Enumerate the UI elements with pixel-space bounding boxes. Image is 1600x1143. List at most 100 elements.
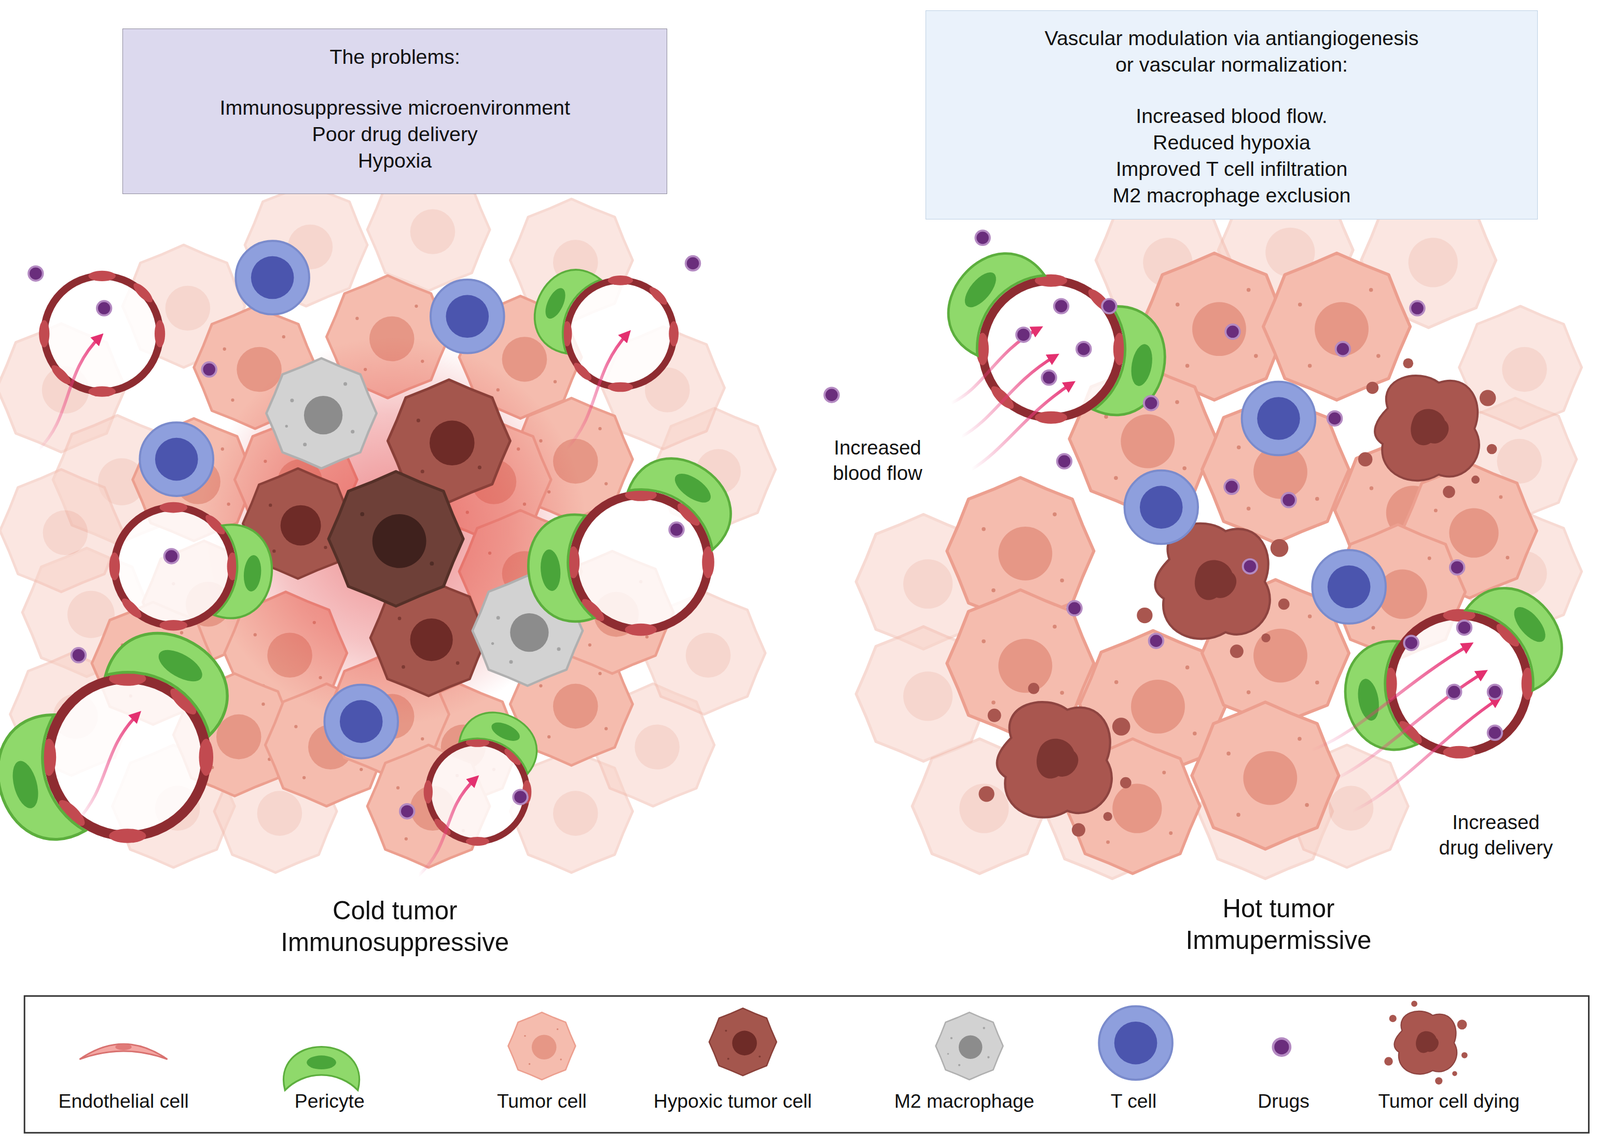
blood-vessel <box>423 700 549 846</box>
legend-text: Pericyte <box>294 1088 365 1114</box>
hot-tumor-cells <box>946 253 1537 874</box>
legend-text: M2 macrophage <box>894 1088 1035 1114</box>
drug-dot <box>685 256 701 271</box>
pericyte <box>1093 304 1174 423</box>
drug-dot <box>1335 341 1351 357</box>
dying-tumor-cell <box>1358 357 1497 498</box>
legend-text: T cell <box>1110 1088 1157 1114</box>
legend-samples <box>79 1000 1468 1091</box>
drug-dot <box>1446 684 1462 700</box>
flow-arrow <box>971 383 1072 470</box>
hypoxia-glow <box>199 336 587 725</box>
drug-dot <box>400 804 415 819</box>
drug-dot <box>201 362 217 377</box>
pericyte-sample <box>283 1046 360 1091</box>
blood-vessel <box>523 439 750 637</box>
drug-dot <box>1054 298 1069 314</box>
drug-dot <box>1076 341 1092 357</box>
pericyte <box>214 523 277 622</box>
panel-subtitle: Immupermissive <box>1074 924 1483 957</box>
drug-sample <box>1273 1038 1291 1056</box>
drug-dot <box>1143 395 1159 411</box>
drug-dot <box>71 647 87 663</box>
t-cell <box>324 684 398 759</box>
box-line: Poor drug delivery <box>139 120 651 148</box>
macrophage-sample <box>935 1012 1004 1080</box>
faint-cell <box>0 469 123 592</box>
hot-drugs <box>824 230 1502 740</box>
drug-dot <box>1225 324 1240 340</box>
pericyte <box>523 513 595 626</box>
drug-dot <box>824 387 839 403</box>
drug-dot <box>1016 327 1031 342</box>
box-line: Improved T cell infiltration <box>942 155 1521 183</box>
drug-dot <box>97 300 112 316</box>
legend-text: Drugs <box>1257 1088 1310 1114</box>
legend-text: Tumor cell <box>497 1088 587 1114</box>
tumor-cell <box>1263 253 1411 400</box>
flow-arrow <box>1352 698 1498 811</box>
dying-tumor-cell <box>978 682 1131 837</box>
flow-arrow <box>418 778 476 876</box>
flow-arrow <box>961 355 1056 437</box>
drug-dot <box>513 789 528 805</box>
panel-subtitle: Immunosuppressive <box>190 926 600 959</box>
cold-blood-flow <box>38 333 628 876</box>
box-line: Hypoxia <box>139 147 651 174</box>
tumor-cell-sample <box>507 1012 576 1080</box>
cold-tumor-background-cells <box>0 168 776 873</box>
t-cell <box>1312 549 1386 624</box>
t-cell <box>1124 470 1198 545</box>
pericyte <box>626 439 750 551</box>
blood-vessel <box>0 612 248 852</box>
box-line: Increased blood flow. <box>942 102 1521 130</box>
drug-dot <box>1224 479 1239 494</box>
hot-blood-flow <box>950 328 1498 811</box>
flow-label: Increased blood flow <box>822 434 933 486</box>
drug-dot <box>975 230 990 246</box>
cold-drugs <box>28 256 700 819</box>
hot-tumor-background-cells <box>856 182 1582 879</box>
hot-t-cells <box>1124 381 1386 624</box>
drug-dot <box>1101 298 1117 314</box>
t-cell <box>430 279 505 354</box>
drug-dot <box>1149 633 1164 648</box>
hypoxic-cell-sample <box>709 1008 777 1076</box>
drug-dot <box>1057 453 1072 469</box>
drug-dot <box>1243 559 1258 574</box>
legend-text: Tumor cell dying <box>1377 1088 1520 1114</box>
drug-dot <box>1487 684 1503 700</box>
flow-arrow <box>566 333 628 449</box>
hypoxic-core <box>242 357 583 696</box>
hypoxic-tumor-cell <box>328 471 464 607</box>
drug-dot <box>28 266 44 281</box>
drug-dot <box>669 522 684 537</box>
endothelial-nucleus <box>115 1043 132 1051</box>
panel-title: Cold tumor <box>190 894 600 927</box>
legend-frame <box>24 996 1589 1134</box>
pericyte <box>0 712 86 852</box>
t-cell-sample <box>1098 1005 1173 1080</box>
blood-vessel <box>521 257 679 393</box>
box-line: Reduced hypoxia <box>942 129 1521 156</box>
flow-arrow <box>38 336 101 449</box>
box-line: Immunosuppressive microenvironment <box>139 94 651 121</box>
drug-dot <box>164 548 179 564</box>
drug-dot <box>1450 560 1465 575</box>
box-heading: The problems: <box>139 43 651 71</box>
pericyte <box>458 700 549 775</box>
t-cell <box>139 422 214 496</box>
box-line: M2 macrophage exclusion <box>942 182 1521 209</box>
pericyte <box>103 612 248 737</box>
cold-vessels <box>0 257 750 852</box>
delivery-label: Increased drug delivery <box>1432 809 1560 861</box>
vessel-ring <box>38 270 165 397</box>
drug-dot <box>1410 300 1425 316</box>
endothelial-sample <box>79 1043 168 1060</box>
panel-title: Hot tumor <box>1074 892 1483 925</box>
pericyte <box>928 233 1046 358</box>
blood-vessel <box>108 502 276 631</box>
drug-dot <box>1041 370 1057 385</box>
flow-arrow <box>76 714 139 822</box>
text-box: Vascular modulation via antiangiogenesis… <box>925 10 1538 220</box>
